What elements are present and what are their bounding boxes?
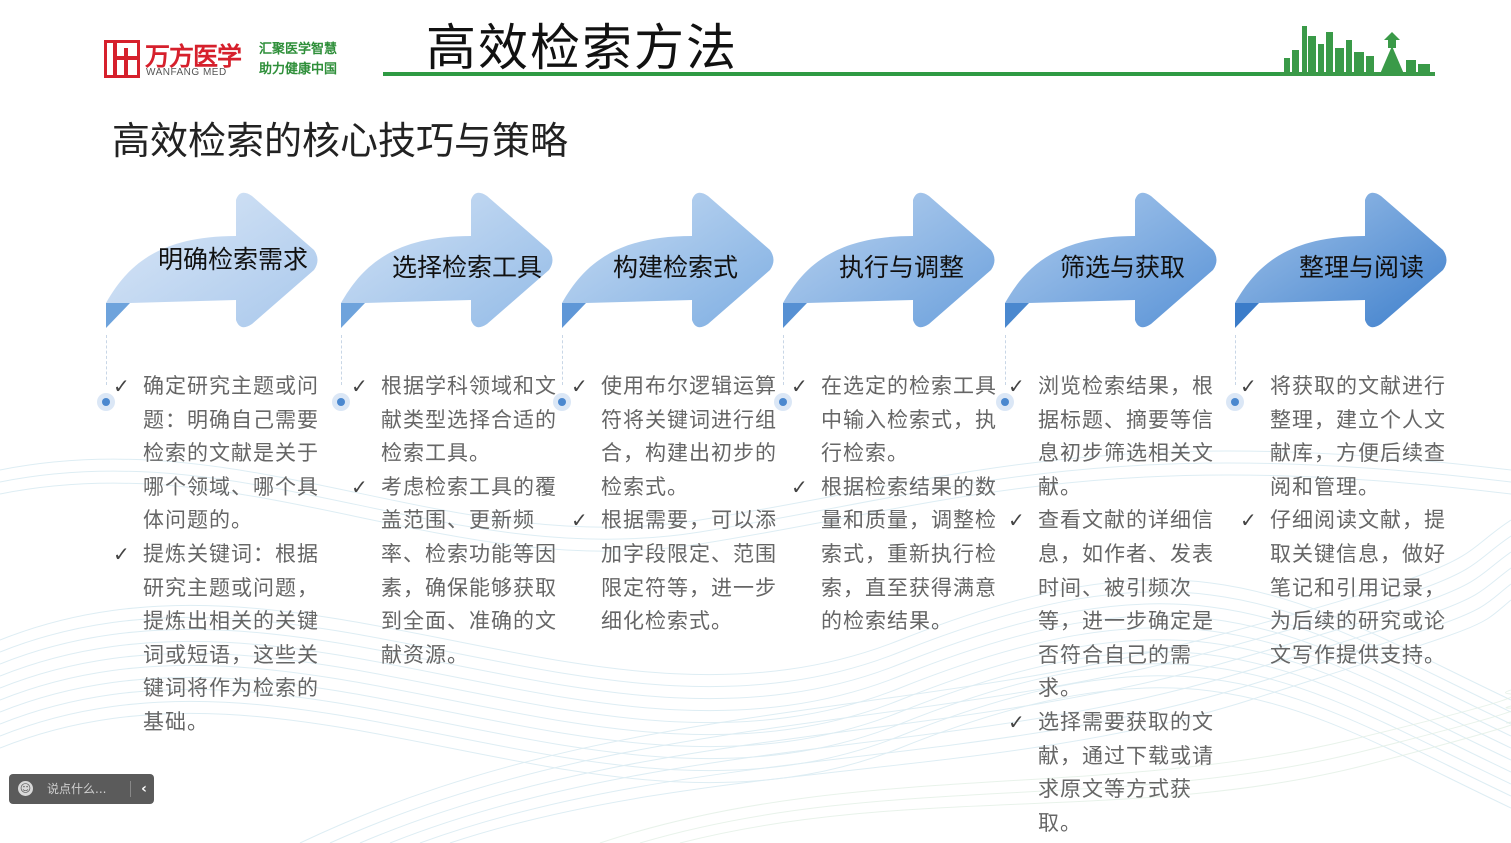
arrow-right-icon — [106, 192, 318, 328]
timeline-dot — [332, 393, 350, 411]
timeline-dot — [97, 393, 115, 411]
smiley-icon[interactable]: ☺ — [18, 781, 33, 796]
connector-line — [783, 335, 784, 385]
logo-slogan: 汇聚医学智慧 助力健康中国 — [259, 40, 354, 80]
step-label: 执行与调整 — [839, 253, 965, 282]
bullet-list: ✓ 浏览检索结果，根据标题、摘要等信息初步筛选相关文献。 ✓ 查看文献的详细信息… — [1008, 370, 1220, 840]
arrow-right-icon — [783, 192, 995, 328]
bullet-item: ✓ 根据检索结果的数量和质量，调整检索式，重新执行检索，直至获得满意的检索结果。 — [791, 471, 1003, 639]
check-icon: ✓ — [571, 508, 588, 533]
bullet-text: 考虑检索工具的覆盖范围、更新频率、检索功能等因素，确保能够获取到全面、准确的文献… — [381, 474, 557, 667]
step-6: 整理与阅读 ✓ 将获取的文献进行整理，建立个人文献库，方便后续查阅和管理。 ✓ … — [1226, 188, 1460, 788]
logo-chinese-name: 万方医学 — [145, 42, 242, 71]
arrow-right-icon — [341, 192, 553, 328]
bullet-text: 根据需要，可以添加字段限定、范围限定符等，进一步细化检索式。 — [601, 508, 777, 634]
check-icon: ✓ — [1008, 709, 1025, 734]
bullet-text: 选择需要获取的文献，通过下载或请求原文等方式获取。 — [1038, 709, 1214, 835]
check-icon: ✓ — [1008, 374, 1025, 398]
bullet-text: 在选定的检索工具中输入检索式，执行检索。 — [821, 374, 997, 466]
connector-line — [1235, 335, 1236, 385]
check-icon: ✓ — [113, 374, 130, 398]
check-icon: ✓ — [113, 541, 130, 566]
slogan-line-1: 汇聚医学智慧 — [259, 42, 338, 57]
bullet-text: 使用布尔逻辑运算符将关键词进行组合，构建出初步的检索式。 — [601, 374, 777, 499]
bullet-item: ✓ 使用布尔逻辑运算符将关键词进行组合，构建出初步的检索式。 — [571, 370, 784, 504]
connector-line — [341, 335, 342, 385]
step-label: 筛选与获取 — [1060, 253, 1186, 282]
divider — [130, 781, 131, 797]
bullet-item: ✓ 考虑检索工具的覆盖范围、更新频率、检索功能等因素，确保能够获取到全面、准确的… — [351, 471, 566, 673]
check-icon: ✓ — [1240, 374, 1257, 398]
wanfang-logo: 万方医学 WANFANG MED 汇聚医学智慧 助力健康中国 — [104, 40, 349, 82]
bullet-item: ✓ 在选定的检索工具中输入检索式，执行检索。 — [791, 370, 1003, 471]
bullet-list: ✓ 将获取的文献进行整理，建立个人文献库，方便后续查阅和管理。 ✓ 仔细阅读文献… — [1240, 370, 1452, 672]
bullet-list: ✓ 根据学科领域和文献类型选择合适的检索工具。 ✓ 考虑检索工具的覆盖范围、更新… — [351, 370, 566, 672]
step-label: 整理与阅读 — [1299, 253, 1425, 282]
arrow-right-icon — [562, 192, 774, 328]
bullet-list: ✓ 确定研究主题或问题：明确自己需要检索的文献是关于哪个领域、哪个具体问题的。 … — [113, 370, 326, 740]
bullet-list: ✓ 使用布尔逻辑运算符将关键词进行组合，构建出初步的检索式。 ✓ 根据需要，可以… — [571, 370, 784, 639]
step-2: 选择检索工具 ✓ 根据学科领域和文献类型选择合适的检索工具。 ✓ 考虑检索工具的… — [332, 188, 566, 788]
wanfang-logo-mark-icon — [104, 40, 140, 78]
check-icon: ✓ — [1008, 508, 1025, 533]
slogan-line-2: 助力健康中国 — [259, 62, 338, 77]
bullet-text: 将获取的文献进行整理，建立个人文献库，方便后续查阅和管理。 — [1270, 374, 1446, 499]
step-1: 明确检索需求 ✓ 确定研究主题或问题：明确自己需要检索的文献是关于哪个领域、哪个… — [97, 188, 336, 788]
check-icon: ✓ — [1240, 508, 1257, 533]
bullet-text: 查看文献的详细信息，如作者、发表时间、被引频次等，进一步确定是否符合自己的需求。 — [1038, 508, 1214, 701]
bullet-item: ✓ 根据学科领域和文献类型选择合适的检索工具。 — [351, 370, 566, 471]
bullet-item: ✓ 确定研究主题或问题：明确自己需要检索的文献是关于哪个领域、哪个具体问题的。 — [113, 370, 326, 538]
comment-input[interactable]: 说点什么... — [47, 782, 107, 796]
logo-english-name: WANFANG MED — [146, 67, 227, 78]
check-icon: ✓ — [351, 374, 368, 398]
bullet-item: ✓ 根据需要，可以添加字段限定、范围限定符等，进一步细化检索式。 — [571, 504, 784, 638]
bullet-text: 仔细阅读文献，提取关键信息，做好笔记和引用记录，为后续的研究或论文写作提供支持。 — [1270, 508, 1446, 667]
bullet-item: ✓ 查看文献的详细信息，如作者、发表时间、被引频次等，进一步确定是否符合自己的需… — [1008, 504, 1220, 706]
page-title: 高效检索方法 — [426, 19, 738, 77]
section-title: 高效检索的核心技巧与策略 — [112, 119, 569, 163]
city-skyline-icon — [1280, 26, 1435, 76]
check-icon: ✓ — [351, 474, 368, 499]
step-label: 明确检索需求 — [158, 245, 309, 274]
bullet-text: 确定研究主题或问题：明确自己需要检索的文献是关于哪个领域、哪个具体问题的。 — [143, 374, 319, 533]
arrow-right-icon — [1235, 192, 1447, 328]
bullet-text: 浏览检索结果，根据标题、摘要等信息初步筛选相关文献。 — [1038, 374, 1214, 499]
bullet-item: ✓ 浏览检索结果，根据标题、摘要等信息初步筛选相关文献。 — [1008, 370, 1220, 504]
comment-bar: ☺ 说点什么... ‹ — [9, 774, 154, 804]
check-icon: ✓ — [571, 374, 588, 398]
bullet-item: ✓ 将获取的文献进行整理，建立个人文献库，方便后续查阅和管理。 — [1240, 370, 1452, 504]
check-icon: ✓ — [791, 374, 808, 398]
bullet-item: ✓ 提炼关键词：根据研究主题或问题，提炼出相关的关键词或短语，这些关键词将作为检… — [113, 538, 326, 740]
title-underline — [383, 72, 1433, 76]
chevron-left-icon[interactable]: ‹ — [141, 781, 147, 797]
arrow-right-icon — [1005, 192, 1217, 328]
bullet-text: 根据学科领域和文献类型选择合适的检索工具。 — [381, 374, 557, 466]
bullet-text: 提炼关键词：根据研究主题或问题，提炼出相关的关键词或短语，这些关键词将作为检索的… — [143, 541, 319, 734]
bullet-text: 根据检索结果的数量和质量，调整检索式，重新执行检索，直至获得满意的检索结果。 — [821, 474, 997, 634]
bullet-item: ✓ 选择需要获取的文献，通过下载或请求原文等方式获取。 — [1008, 706, 1220, 840]
bullet-item: ✓ 仔细阅读文献，提取关键信息，做好笔记和引用记录，为后续的研究或论文写作提供支… — [1240, 504, 1452, 672]
bullet-list: ✓ 在选定的检索工具中输入检索式，执行检索。 ✓ 根据检索结果的数量和质量，调整… — [791, 370, 1003, 639]
step-label: 构建检索式 — [613, 253, 739, 282]
step-3: 构建检索式 ✓ 使用布尔逻辑运算符将关键词进行组合，构建出初步的检索式。 ✓ 根… — [553, 188, 784, 788]
step-4: 执行与调整 ✓ 在选定的检索工具中输入检索式，执行检索。 ✓ 根据检索结果的数量… — [774, 188, 1003, 788]
connector-line — [106, 335, 107, 385]
connector-line — [1005, 335, 1006, 385]
step-label: 选择检索工具 — [392, 253, 543, 282]
timeline-dot — [996, 393, 1014, 411]
connector-line — [562, 335, 563, 385]
step-5: 筛选与获取 ✓ 浏览检索结果，根据标题、摘要等信息初步筛选相关文献。 ✓ 查看文… — [996, 188, 1230, 835]
timeline-dot — [1226, 393, 1244, 411]
check-icon: ✓ — [791, 474, 808, 499]
timeline-dot — [774, 393, 792, 411]
timeline-dot — [553, 393, 571, 411]
